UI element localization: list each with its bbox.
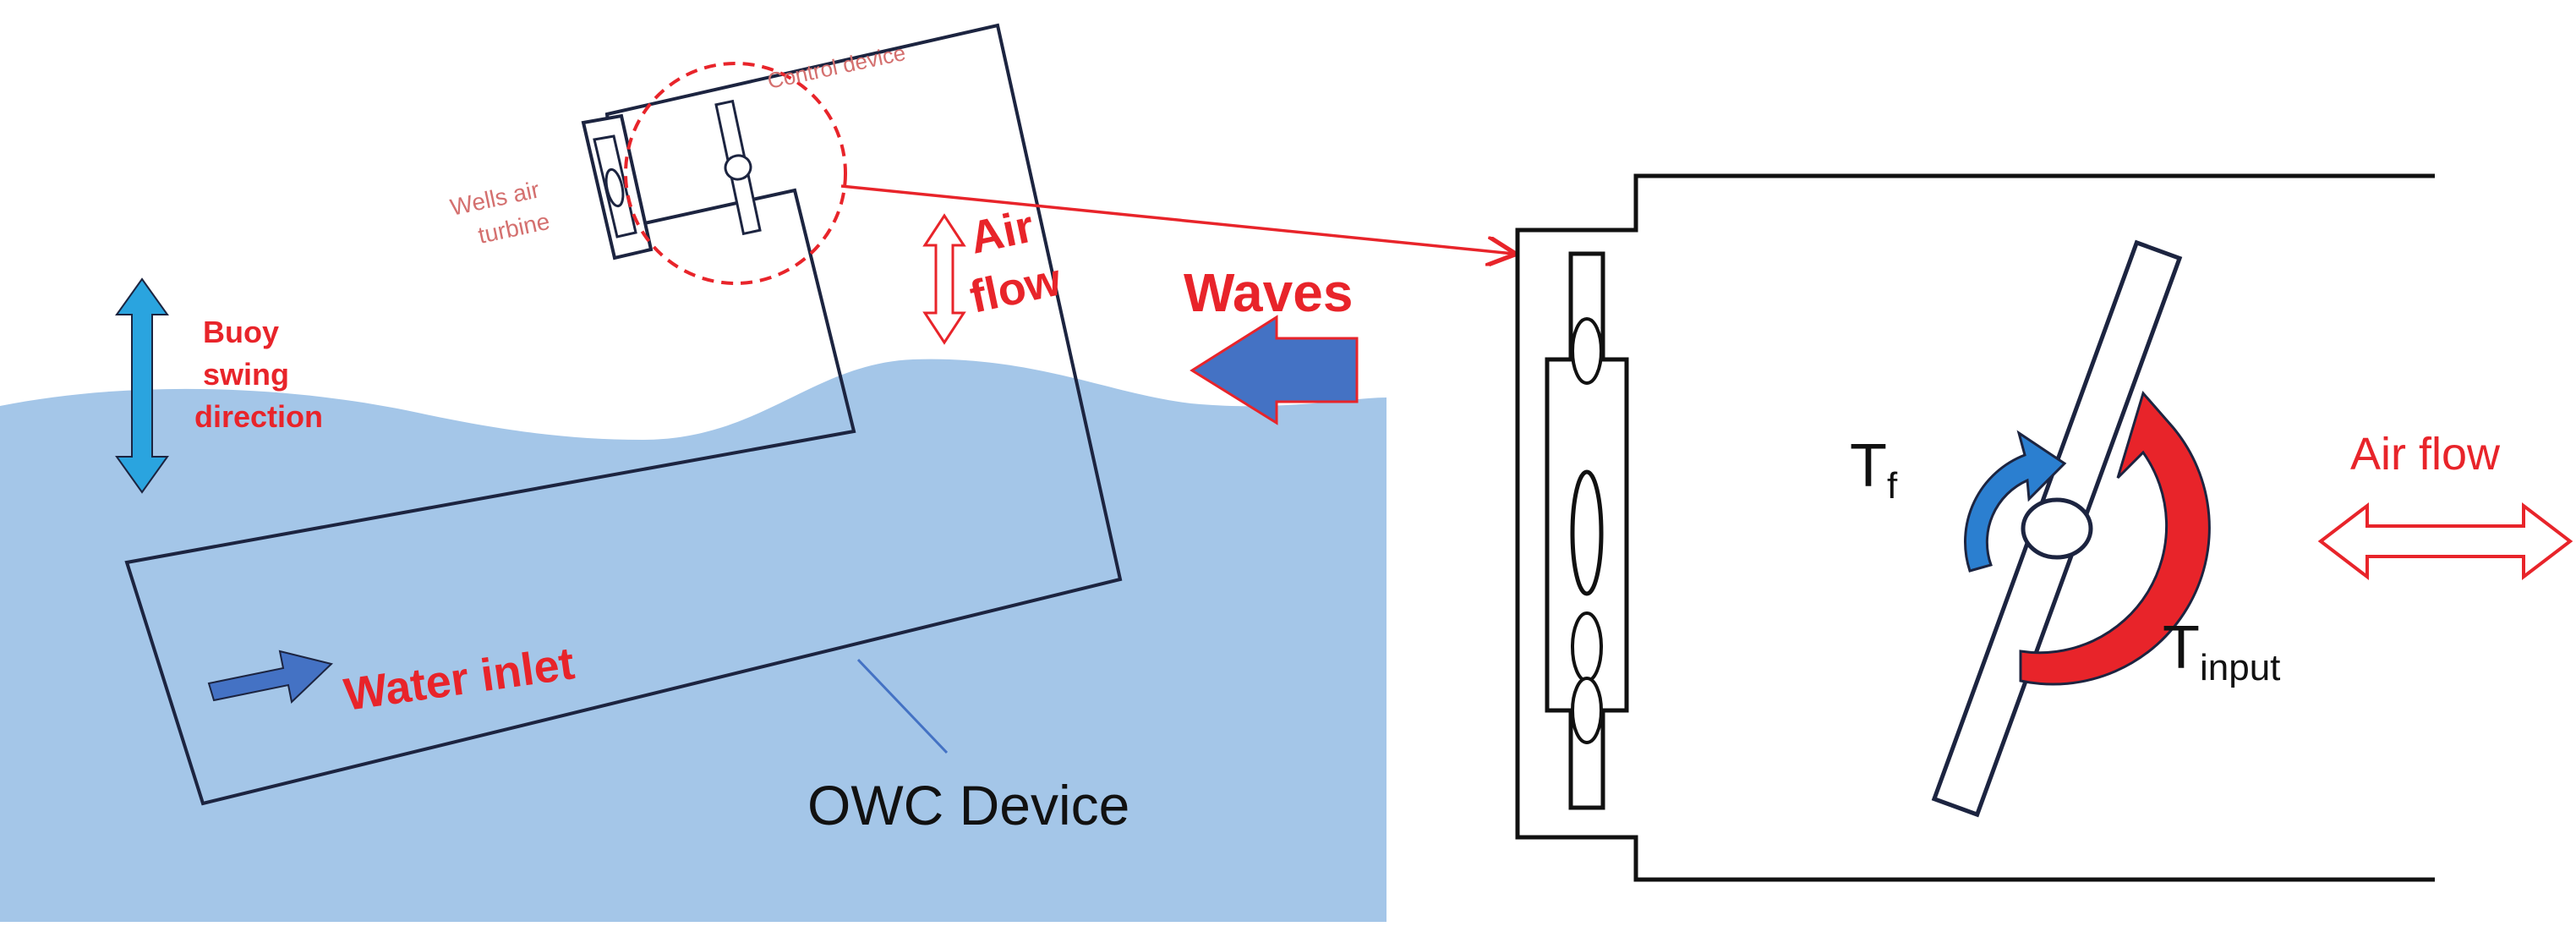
water-inlet-arrow: [207, 650, 334, 704]
waves-label: Waves: [1184, 262, 1353, 323]
air-flow-vertical-arrow: [922, 213, 966, 345]
buoy-label-3: direction: [194, 399, 323, 434]
buoy-label-2: swing: [203, 357, 289, 392]
control-device-label: Control device: [765, 40, 908, 94]
sea-water: [0, 359, 1386, 922]
torque-input-arrow: [2019, 390, 2211, 686]
chamber-outline: [1515, 173, 2435, 882]
turbine-blade-top: [1571, 317, 1603, 385]
turbine-housing-inner: [593, 134, 637, 238]
turbine-center-hub: [1570, 469, 1604, 596]
buoy-label-1: Buoy: [203, 315, 279, 349]
owc-device-body: [124, 23, 1123, 806]
turbine-blade-lower: [1571, 611, 1603, 683]
air-flow-label-1: Air: [965, 200, 1038, 263]
owc-device-label: OWC Device: [807, 774, 1129, 836]
zoom-pointer-arrow: [840, 184, 1513, 254]
small-control-blade: [714, 99, 762, 236]
small-turbine-hub: [604, 167, 625, 208]
owc-label-leader: [856, 658, 949, 754]
control-device-highlight: [624, 62, 847, 285]
torque-input-label: Tinput: [2163, 614, 2280, 688]
air-flow-label-2: flow: [965, 254, 1066, 322]
buoy-swing-arrow: [115, 277, 169, 494]
turbine-blade-bottom: [1571, 677, 1603, 744]
torque-f-arrow: [1964, 430, 2067, 573]
torque-f-label: Tf: [1850, 432, 1898, 507]
air-flow-horizontal-arrow: [2317, 502, 2573, 581]
waves-arrow: [1190, 315, 1359, 425]
control-hub: [2021, 497, 2093, 560]
wells-turbine-label-2: turbine: [476, 208, 552, 249]
air-flow-right-label: Air flow: [2350, 429, 2501, 480]
